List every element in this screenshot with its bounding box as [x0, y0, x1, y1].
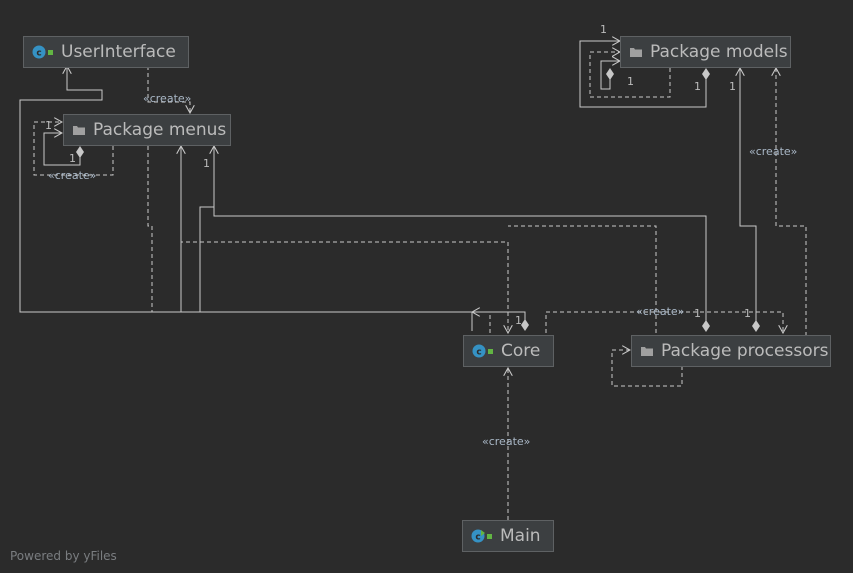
multiplicity-models-self-top: 1: [600, 23, 607, 36]
node-core[interactable]: c Core: [463, 335, 554, 367]
create-label-menus-self: «create»: [48, 169, 97, 182]
composition-diamond-processors-2: [752, 320, 760, 332]
svg-text:c: c: [475, 533, 480, 543]
multiplicity-menus-self: 1: [45, 119, 52, 132]
multiplicity-menus-self-2: 1: [69, 152, 76, 165]
composition-diamond-models-2: [606, 68, 614, 80]
edge-models-self-1: [579, 41, 707, 108]
multiplicity-processors-menus: 1: [694, 307, 701, 320]
footer-powered-by: Powered by yFiles: [10, 549, 117, 563]
edge-core-create-processors-2: [545, 311, 783, 333]
multiplicity-menus-processors: 1: [203, 157, 210, 170]
svg-text:c: c: [476, 348, 481, 358]
edge-core-to-userinterface: [19, 66, 473, 331]
node-package-processors[interactable]: Package processors: [631, 335, 831, 367]
node-package-menus[interactable]: Package menus: [63, 114, 231, 146]
main-class-icon: c: [471, 529, 493, 543]
class-icon: c: [32, 45, 54, 59]
class-icon: c: [472, 344, 494, 358]
edge-processors-to-menus: [199, 206, 707, 322]
multiplicity-processors-models: 1: [744, 307, 751, 320]
edge-core-from-menus-dashed: [180, 226, 508, 333]
multiplicity-core: 1: [515, 314, 522, 327]
edge-menus-self-composition: [43, 133, 81, 166]
create-label-main-core: «create»: [482, 435, 531, 448]
edge-core-create-processors: [472, 312, 491, 333]
edge-processors-to-models: [740, 68, 757, 322]
multiplicity-models-1: 1: [694, 80, 701, 93]
edge-processors-create-models: [776, 68, 807, 336]
composition-diamond-processors-1: [702, 320, 710, 332]
edge-processors-dashed-back: [508, 225, 657, 333]
node-userinterface[interactable]: c UserInterface: [23, 36, 189, 68]
edge-core-to-menus: [181, 146, 526, 322]
edge-menus-self-create: [33, 122, 114, 176]
node-label: Package processors: [661, 341, 829, 361]
node-label: Main: [500, 526, 541, 546]
node-label: UserInterface: [61, 42, 176, 62]
node-main[interactable]: c Main: [462, 520, 554, 552]
edge-menus-create-core: [147, 146, 473, 333]
create-label-core-processors: «create»: [636, 305, 685, 318]
node-label: Core: [501, 341, 541, 361]
composition-diamond-core: [521, 319, 529, 331]
edge-models-self-2: [589, 52, 671, 98]
composition-diamond-menus: [76, 146, 84, 158]
package-icon: [72, 124, 86, 136]
package-icon: [629, 46, 643, 58]
package-icon: [640, 345, 654, 357]
edge-userinterface-create-menus: [147, 66, 190, 113]
node-label: Package menus: [93, 120, 227, 140]
node-label: Package models: [650, 42, 788, 62]
svg-text:c: c: [36, 49, 41, 59]
node-package-models[interactable]: Package models: [620, 36, 791, 68]
composition-diamond-models-1: [702, 68, 710, 80]
create-label-userinterface-menus: «create»: [143, 92, 192, 105]
multiplicity-models-self: 1: [627, 75, 634, 88]
multiplicity-models-2: 1: [729, 80, 736, 93]
create-label-processors-models: «create»: [749, 145, 798, 158]
edge-models-self-3: [600, 61, 620, 90]
